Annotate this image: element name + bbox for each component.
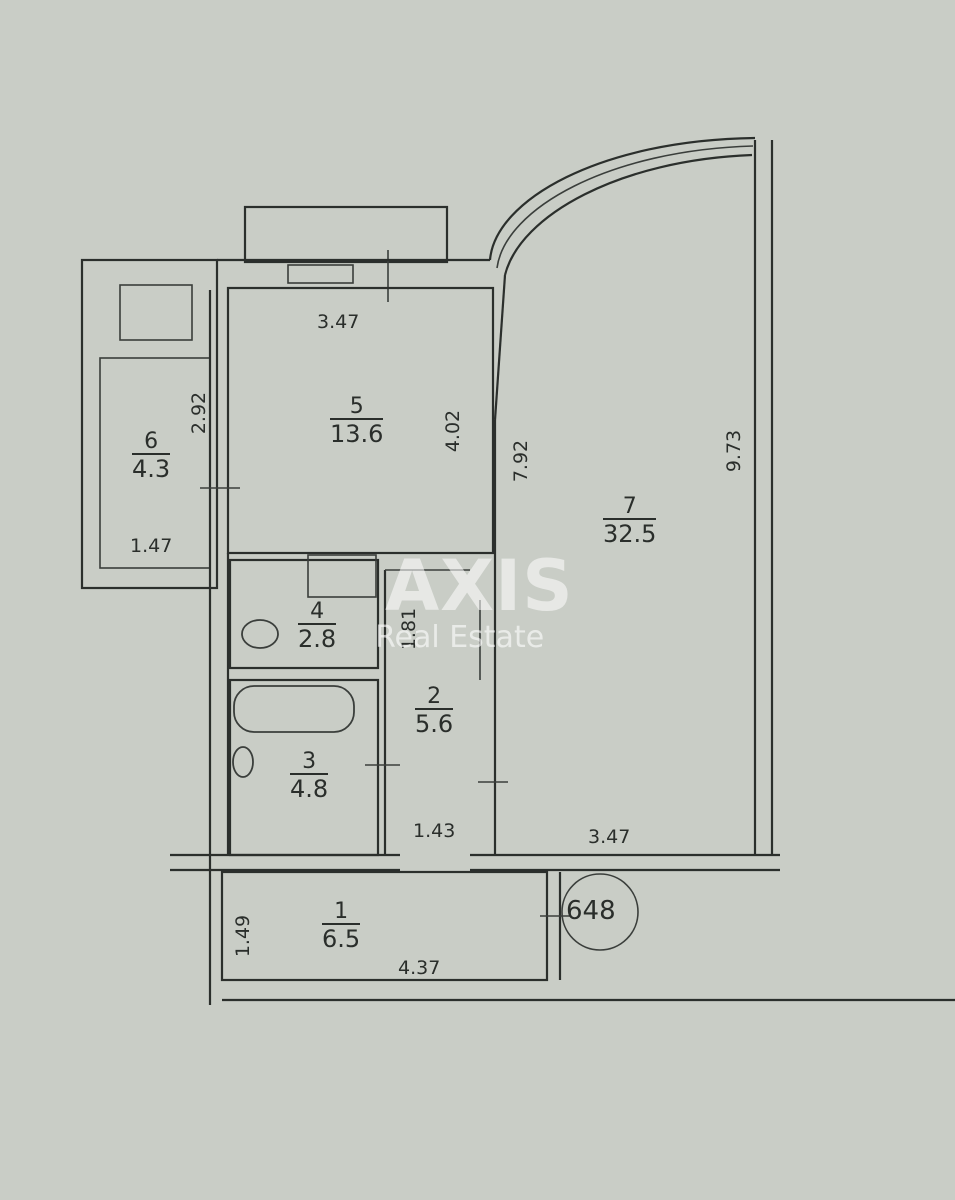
room-4-number: 4 — [310, 599, 325, 624]
sink-icon — [232, 746, 254, 778]
room-7-number: 7 — [622, 494, 637, 519]
dim-room7-width: 3.47 — [588, 826, 631, 848]
loggia-outline — [80, 258, 219, 590]
dim-room5-width: 3.47 — [317, 311, 360, 333]
bathtub-icon — [233, 685, 355, 733]
room-5-area: 13.6 — [330, 418, 384, 449]
room-3-area: 4.8 — [290, 773, 329, 804]
room-1-number: 1 — [334, 899, 349, 924]
room-4-label: 4 2.8 — [298, 599, 337, 654]
watermark-tagline: Real Estate — [375, 620, 545, 655]
dim-room6-width: 1.47 — [130, 535, 173, 557]
room-5-number: 5 — [349, 394, 364, 419]
dim-room1-height: 1.49 — [232, 914, 255, 958]
dim-room7-height-right: 9.73 — [723, 429, 746, 473]
room-7-area: 32.5 — [603, 518, 657, 549]
room-2-label: 2 5.6 — [415, 684, 454, 739]
bay-mid — [496, 145, 754, 269]
room-6-number: 6 — [144, 429, 159, 454]
room-1-outline — [220, 870, 549, 982]
apartment-number-circle — [561, 873, 639, 951]
window — [287, 264, 354, 284]
room-4-outline — [228, 558, 380, 670]
room-1-area: 6.5 — [322, 923, 361, 954]
room-5-label: 5 13.6 — [330, 394, 384, 449]
room-2-number: 2 — [427, 684, 442, 709]
wall-room7-left — [493, 274, 507, 421]
dim-room6-height: 2.92 — [188, 391, 211, 435]
dim-room2-width: 1.43 — [413, 820, 456, 842]
room-2-area: 5.6 — [415, 708, 454, 739]
top-block — [243, 205, 449, 264]
apartment-number: 648 — [566, 896, 616, 926]
dim-room1-width: 4.37 — [398, 957, 441, 979]
room-4-area: 2.8 — [298, 623, 337, 654]
room-6-area: 4.3 — [132, 453, 171, 484]
room-6-label: 6 4.3 — [132, 429, 171, 484]
room-3-number: 3 — [302, 749, 317, 774]
room-7-label: 7 32.5 — [603, 494, 657, 549]
dim-room7-height-left: 7.92 — [510, 439, 533, 483]
room-1-label: 1 6.5 — [322, 899, 361, 954]
storage-box — [119, 284, 193, 341]
vent-shaft — [307, 554, 377, 598]
bay-inner — [503, 153, 753, 276]
bay-outer — [488, 136, 756, 261]
room-3-label: 3 4.8 — [290, 749, 329, 804]
room-5-outline — [226, 286, 495, 555]
dim-room5-height: 4.02 — [442, 409, 465, 453]
watermark-brand: AXIS — [385, 545, 574, 627]
toilet-icon — [241, 619, 279, 649]
